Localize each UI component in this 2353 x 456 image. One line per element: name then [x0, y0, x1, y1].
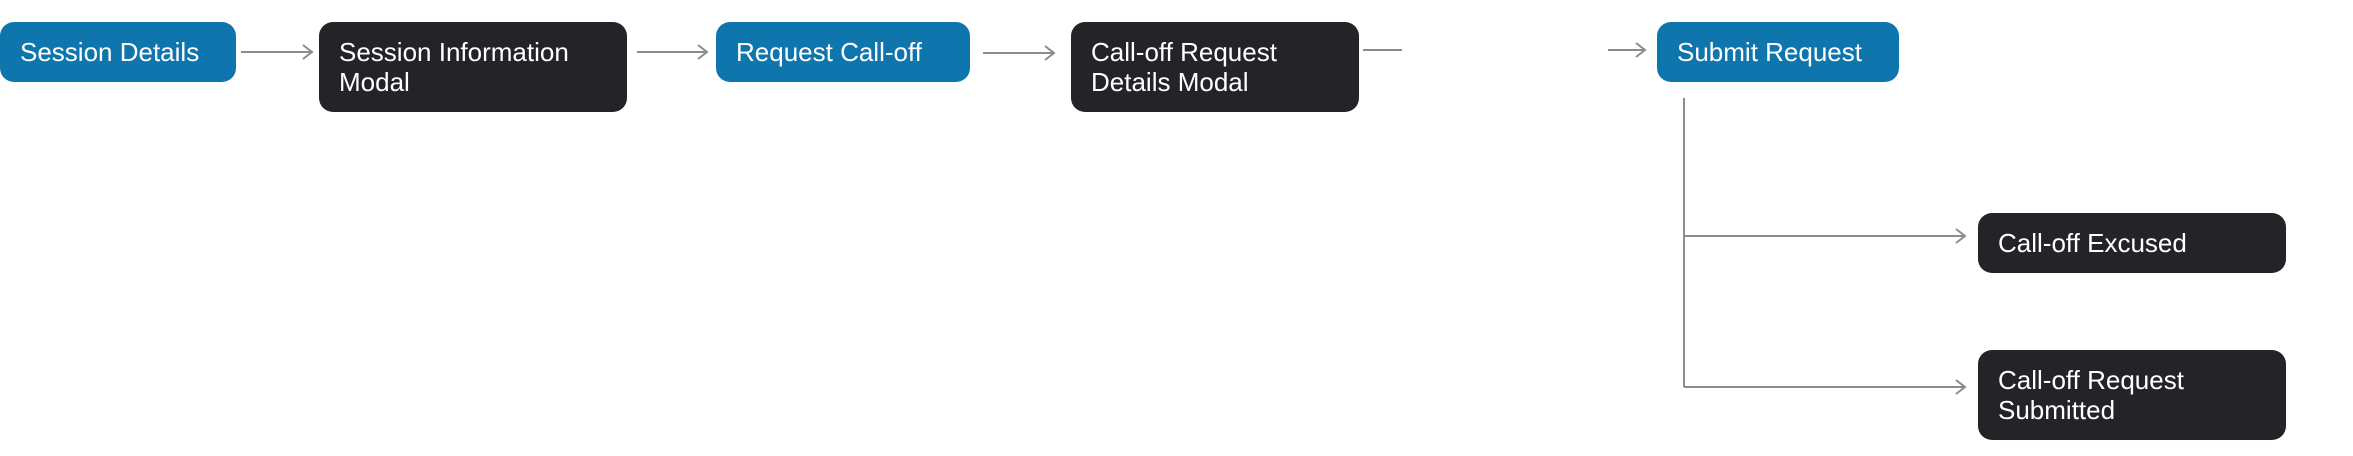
node-label: Request Call-off [736, 37, 922, 67]
connector-arrow [1608, 42, 1647, 58]
connector-arrow [241, 44, 314, 60]
call-off-excused-node: Call-off Excused [1978, 213, 2286, 273]
node-label: Session Information Modal [339, 37, 569, 97]
node-label: Call-off Excused [1998, 228, 2187, 258]
submit-request-node: Submit Request [1657, 22, 1899, 82]
session-details-node: Session Details [0, 22, 236, 82]
call-off-request-details-modal-node: Call-off Request Details Modal [1071, 22, 1359, 112]
session-information-modal-node: Session Information Modal [319, 22, 627, 112]
request-call-off-node: Request Call-off [716, 22, 970, 82]
node-label: Call-off Request Submitted [1998, 365, 2184, 425]
connector-arrow [637, 44, 709, 60]
node-label: Call-off Request Details Modal [1091, 37, 1277, 97]
connector-arrow [983, 45, 1056, 61]
branch-connector [1683, 98, 1967, 395]
node-label: Submit Request [1677, 37, 1862, 67]
node-label: Session Details [20, 37, 200, 67]
call-off-request-submitted-node: Call-off Request Submitted [1978, 350, 2286, 440]
